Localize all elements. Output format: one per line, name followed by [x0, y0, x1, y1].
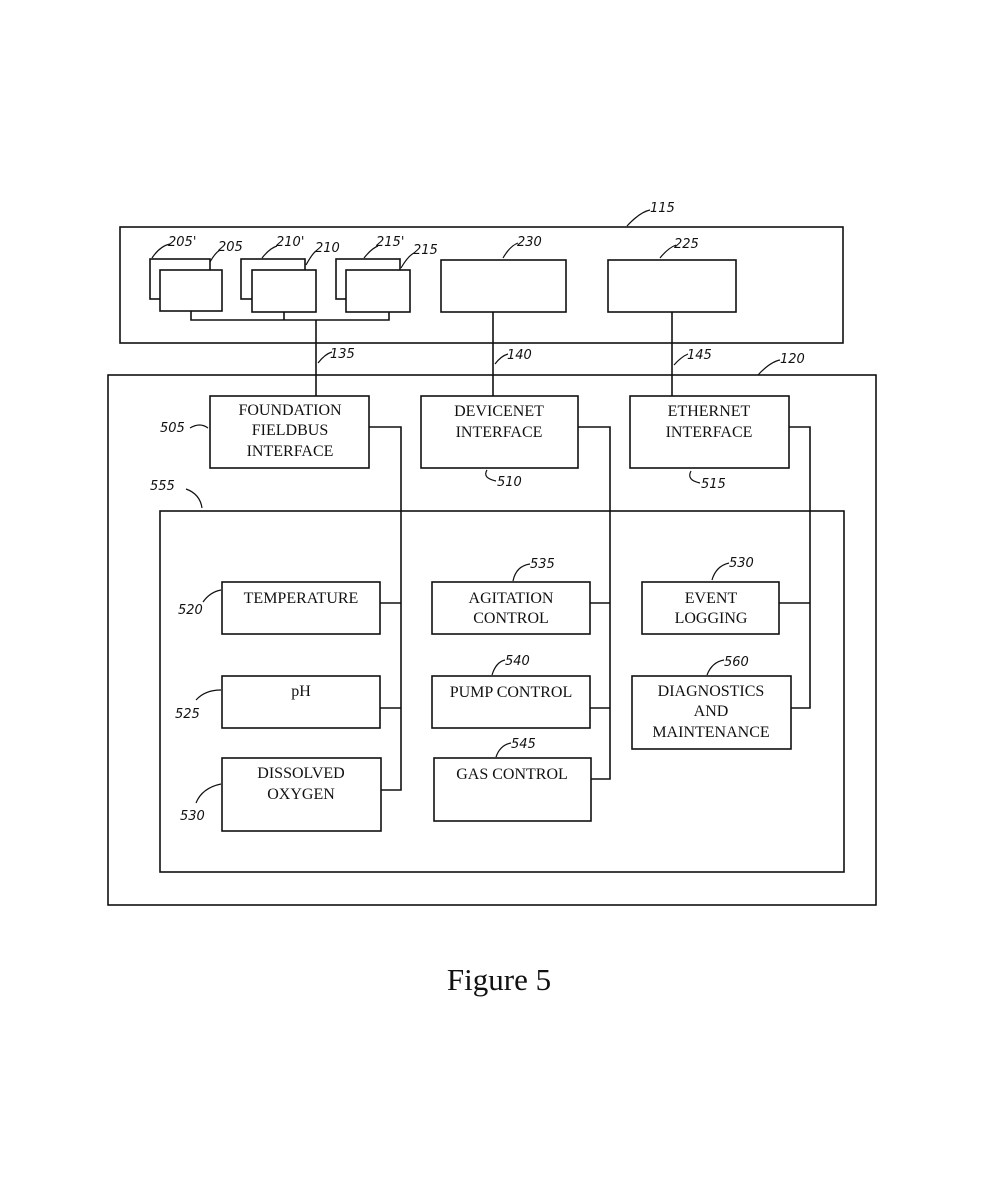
ref-505: 505: [160, 421, 185, 436]
leader-210-prime: [262, 246, 277, 258]
leader-535: [513, 564, 530, 581]
leader-520: [203, 590, 221, 602]
ref-510: 510: [497, 475, 522, 490]
foundation-line-1: FOUNDATION: [238, 402, 342, 419]
ref-210: 210: [315, 241, 340, 256]
leader-555: [186, 489, 202, 508]
controller-box-120: [108, 375, 876, 905]
devicenet-line-1: DEVICENET: [454, 403, 544, 420]
ethernet-bus: [789, 427, 810, 708]
foundation-fieldbus-interface: FOUNDATION FIELDBUS INTERFACE: [210, 396, 369, 468]
ref-535: 535: [530, 557, 555, 572]
ref-210-prime: 210': [276, 235, 304, 250]
figure-caption: Figure 5: [447, 962, 551, 997]
ref-515: 515: [701, 477, 726, 492]
gas-label: GAS CONTROL: [456, 766, 568, 783]
diagnostics-maintenance-block: DIAGNOSTICS AND MAINTENANCE: [632, 676, 791, 749]
leader-545: [496, 743, 511, 757]
leader-120: [758, 360, 780, 375]
leader-515: [690, 471, 700, 483]
ref-205: 205: [218, 240, 243, 255]
diagnostics-line-2: AND: [694, 703, 729, 720]
ref-205-prime: 205': [168, 235, 196, 250]
ref-525: 525: [175, 707, 200, 722]
pump-control-block: PUMP CONTROL: [432, 676, 590, 728]
ph-block: pH: [222, 676, 380, 728]
ref-545: 545: [511, 737, 536, 752]
device-box-210: [252, 270, 316, 312]
leader-525: [196, 690, 221, 700]
leader-530-oxygen: [196, 784, 221, 803]
foundation-line-2: FIELDBUS: [252, 422, 328, 439]
ref-140: 140: [507, 348, 532, 363]
leader-530-event: [712, 563, 729, 580]
event-logging-block: EVENT LOGGING: [642, 582, 779, 634]
leader-510: [486, 470, 496, 481]
ref-555: 555: [150, 479, 175, 494]
event-line-1: EVENT: [685, 590, 738, 607]
ref-230: 230: [517, 235, 542, 250]
diagnostics-line-1: DIAGNOSTICS: [658, 683, 765, 700]
ref-520: 520: [178, 603, 203, 618]
leader-115: [627, 210, 650, 226]
diagnostics-line-3: MAINTENANCE: [652, 724, 769, 741]
device-box-225: [608, 260, 736, 312]
oxygen-line-1: DISSOLVED: [257, 765, 344, 782]
dissolved-oxygen-block: DISSOLVED OXYGEN: [222, 758, 381, 831]
leader-560: [707, 660, 724, 675]
ethernet-interface: ETHERNET INTERFACE: [630, 396, 789, 468]
ref-215-prime: 215': [376, 235, 404, 250]
agitation-line-2: CONTROL: [473, 610, 549, 627]
leader-540: [492, 660, 505, 675]
devicenet-line-2: INTERFACE: [456, 424, 543, 441]
agitation-control-block: AGITATION CONTROL: [432, 582, 590, 634]
ref-530-oxygen: 530: [180, 809, 205, 824]
event-line-2: LOGGING: [675, 610, 748, 627]
foundation-line-3: INTERFACE: [247, 443, 334, 460]
devicenet-interface: DEVICENET INTERFACE: [421, 396, 578, 468]
temperature-label: TEMPERATURE: [244, 590, 359, 607]
oxygen-line-2: OXYGEN: [267, 786, 335, 803]
temperature-block: TEMPERATURE: [222, 582, 380, 634]
leader-230: [503, 243, 518, 258]
ref-135: 135: [330, 347, 355, 362]
ph-label: pH: [291, 683, 311, 700]
ref-225: 225: [674, 237, 699, 252]
agitation-line-1: AGITATION: [469, 590, 554, 607]
ethernet-line-1: ETHERNET: [668, 403, 751, 420]
leader-145: [674, 354, 688, 365]
leader-505: [190, 425, 208, 428]
foundation-bus: [369, 427, 401, 790]
ref-145: 145: [687, 348, 712, 363]
device-box-215: [346, 270, 410, 312]
ref-115: 115: [650, 201, 675, 216]
ref-560: 560: [724, 655, 749, 670]
ref-530-event: 530: [729, 556, 754, 571]
pump-label: PUMP CONTROL: [450, 684, 573, 701]
gas-control-block: GAS CONTROL: [434, 758, 591, 821]
ethernet-line-2: INTERFACE: [666, 424, 753, 441]
ref-120: 120: [780, 352, 805, 367]
device-box-205: [160, 270, 222, 311]
ref-540: 540: [505, 654, 530, 669]
device-box-230: [441, 260, 566, 312]
ref-215: 215: [413, 243, 438, 258]
